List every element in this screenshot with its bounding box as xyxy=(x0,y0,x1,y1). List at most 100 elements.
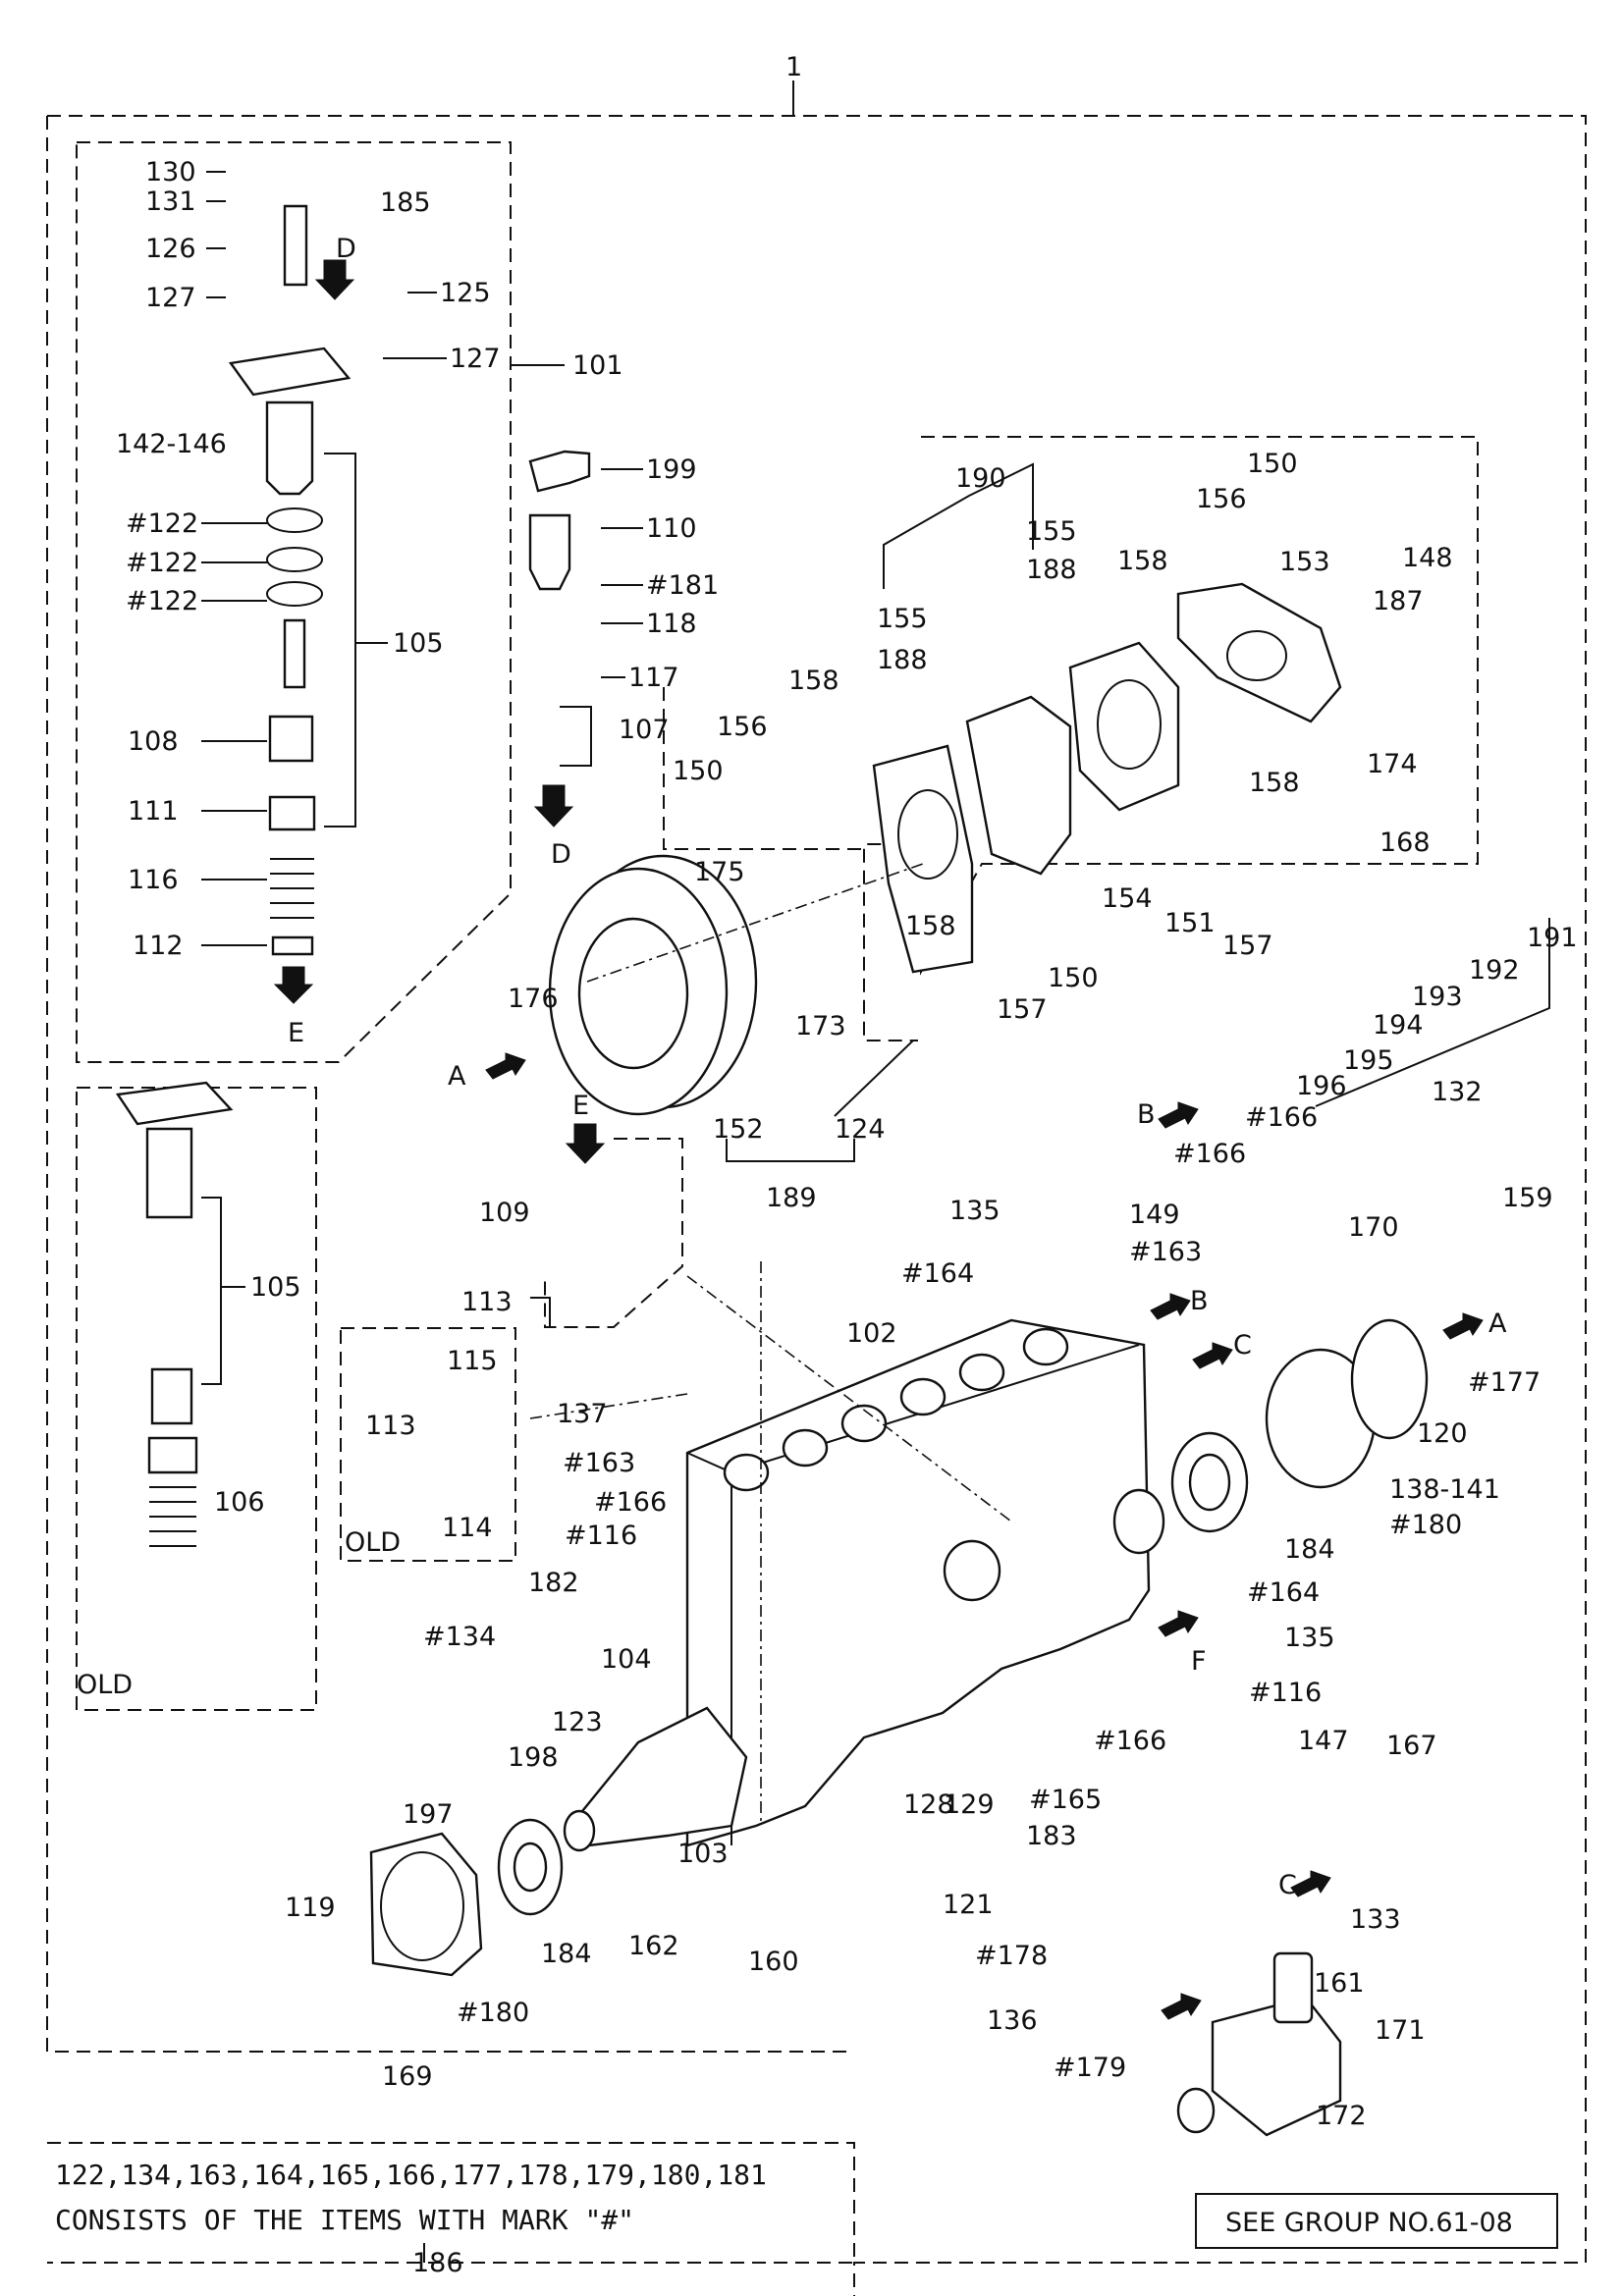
arrow-A-right xyxy=(1442,1312,1484,1340)
callout-l166b: #166 xyxy=(1173,1139,1247,1169)
arrow-C-upper xyxy=(1192,1342,1233,1369)
callout-l183: 183 xyxy=(1026,1821,1077,1851)
note-line-2: CONSISTS OF THE ITEMS WITH MARK "#" xyxy=(55,2204,635,2236)
bracket-153 xyxy=(1176,582,1342,723)
callout-l155a: 155 xyxy=(1026,516,1077,547)
callout-l195: 195 xyxy=(1343,1045,1394,1076)
callout-lD1: D xyxy=(336,234,356,264)
callout-l148: 148 xyxy=(1402,543,1453,573)
callout-l113b: 113 xyxy=(365,1411,416,1441)
callout-l158d: 158 xyxy=(905,911,956,941)
callout-l115: 115 xyxy=(447,1346,498,1376)
gear-152 xyxy=(548,854,758,1116)
callout-l163b: #163 xyxy=(563,1448,636,1478)
callout-l189: 189 xyxy=(766,1183,817,1213)
callout-lC2: C xyxy=(1278,1870,1297,1900)
callout-l126: 126 xyxy=(145,234,196,264)
callout-l124: 124 xyxy=(835,1114,886,1145)
callout-l150b: 150 xyxy=(673,756,724,786)
callout-l108: 108 xyxy=(128,726,179,757)
callout-l198: 198 xyxy=(508,1742,559,1773)
callout-l166d: #166 xyxy=(1094,1726,1167,1756)
assembly-boundary-1 xyxy=(47,115,1587,2296)
callout-l156b: 156 xyxy=(717,712,768,742)
callout-l184b: 184 xyxy=(541,1939,592,1969)
callout-lC1: C xyxy=(1233,1330,1252,1361)
callout-l153: 153 xyxy=(1279,547,1330,577)
group-box-124 xyxy=(863,436,1479,1041)
callout-l134: #134 xyxy=(423,1622,497,1652)
pump-housing-102 xyxy=(685,1318,1165,1847)
arrow-F-right xyxy=(1158,1610,1199,1637)
callout-l188a: 188 xyxy=(1026,555,1077,585)
callout-l121: 121 xyxy=(943,1890,994,1920)
callout-l135b: 135 xyxy=(1284,1623,1335,1653)
callout-l164a: #164 xyxy=(901,1258,975,1289)
callout-l169: 169 xyxy=(382,2061,433,2092)
callout-l122b: #122 xyxy=(126,548,199,578)
callout-l163a: #163 xyxy=(1129,1237,1203,1267)
callout-l107: 107 xyxy=(619,715,670,745)
arrow-E-mid xyxy=(565,1123,606,1164)
callout-l191: 191 xyxy=(1527,923,1578,953)
callout-l166a: #166 xyxy=(1245,1102,1319,1133)
callout-l174: 174 xyxy=(1367,749,1418,779)
arrow-D-top xyxy=(314,259,355,300)
callout-l165: #165 xyxy=(1029,1785,1103,1815)
callout-l156a: 156 xyxy=(1196,484,1247,514)
callout-l109: 109 xyxy=(479,1198,530,1228)
group-box-old-113 xyxy=(340,1327,516,1562)
callout-l187: 187 xyxy=(1373,586,1424,616)
callout-lB2: B xyxy=(1190,1286,1209,1316)
callout-l119: 119 xyxy=(285,1893,336,1923)
callout-l158b: 158 xyxy=(788,666,839,696)
callout-l180b: #180 xyxy=(457,1998,530,2028)
ring-set-122 xyxy=(266,507,324,607)
callout-l192: 192 xyxy=(1469,955,1520,986)
callout-l150c: 150 xyxy=(1048,963,1099,993)
callout-l166c: #166 xyxy=(594,1487,668,1518)
arrow-A-left xyxy=(485,1052,526,1080)
callout-l118: 118 xyxy=(646,609,697,639)
callout-l105a: 105 xyxy=(393,628,444,659)
callout-l133: 133 xyxy=(1350,1904,1401,1935)
callout-l177: #177 xyxy=(1468,1367,1542,1398)
callout-l135a: 135 xyxy=(949,1196,1001,1226)
callout-l190: 190 xyxy=(955,463,1006,494)
callout-l193: 193 xyxy=(1412,982,1463,1012)
callout-l171: 171 xyxy=(1375,2015,1426,2046)
group-box-old xyxy=(76,1087,317,1711)
callout-l122c: #122 xyxy=(126,586,199,616)
callout-l173: 173 xyxy=(795,1011,846,1041)
callout-lOLD2: OLD xyxy=(77,1670,134,1700)
tappet-111 xyxy=(268,795,316,831)
callout-l152: 152 xyxy=(713,1114,764,1145)
callout-l113a: 113 xyxy=(461,1287,513,1317)
note-line-1: 122,134,163,164,165,166,177,178,179,180,… xyxy=(55,2159,767,2191)
callout-lF1: F xyxy=(1191,1646,1207,1677)
callout-l164b: #164 xyxy=(1247,1577,1321,1608)
callout-l105b: 105 xyxy=(250,1272,301,1303)
spring-116 xyxy=(270,858,314,919)
callout-l103: 103 xyxy=(677,1839,729,1869)
callout-l161: 161 xyxy=(1314,1968,1365,1999)
callout-l188b: 188 xyxy=(877,645,928,675)
callout-l111: 111 xyxy=(128,796,179,827)
callout-l117: 117 xyxy=(628,663,679,693)
callout-l182: 182 xyxy=(528,1568,579,1598)
callout-l116a: 116 xyxy=(128,865,179,895)
callout-l197: 197 xyxy=(403,1799,454,1830)
callout-l170: 170 xyxy=(1348,1212,1399,1243)
arrow-B-lower xyxy=(1150,1293,1191,1320)
callout-l128: 128 xyxy=(903,1789,954,1820)
plunger xyxy=(283,618,306,689)
callout-l147: 147 xyxy=(1298,1726,1349,1756)
callout-l122a: #122 xyxy=(126,508,199,539)
callout-l186: 186 xyxy=(412,2248,463,2278)
callout-l116b: #116 xyxy=(565,1521,638,1551)
callout-l168: 168 xyxy=(1380,828,1431,858)
callout-l160: 160 xyxy=(748,1947,799,1977)
callout-l155b: 155 xyxy=(877,604,928,634)
callout-lE1: E xyxy=(288,1018,305,1048)
